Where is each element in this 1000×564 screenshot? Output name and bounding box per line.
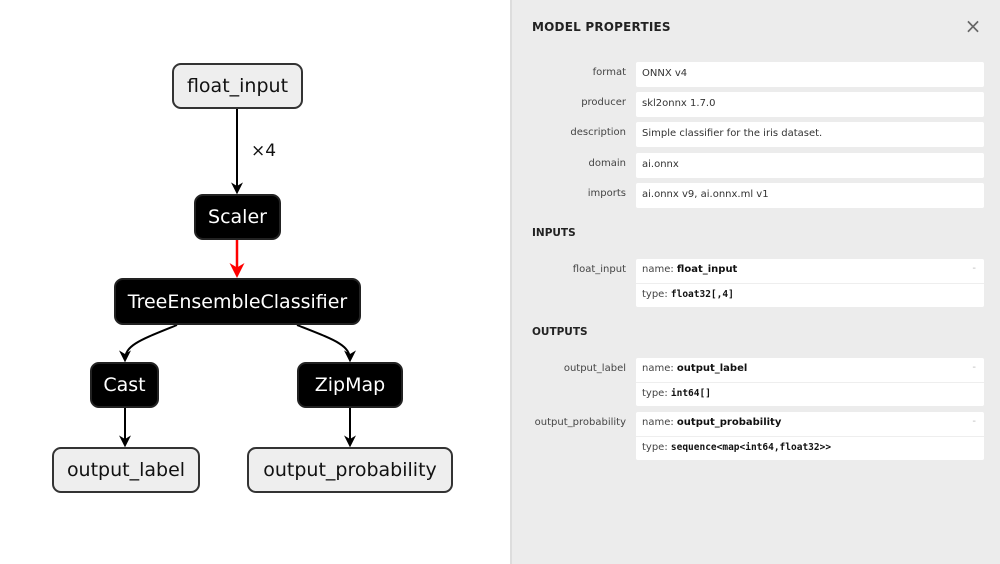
name-prefix: name:: [642, 264, 677, 275]
close-icon[interactable]: ×: [964, 14, 982, 38]
node-output-label[interactable]: output_label: [52, 447, 200, 493]
collapse-toggle[interactable]: -: [972, 416, 976, 427]
inputs-section-title: INPUTS: [532, 227, 576, 239]
type-prefix: type:: [642, 289, 671, 300]
property-name: description: [570, 127, 626, 138]
argument-type-line: type: float32[,4]: [636, 283, 984, 307]
property-value[interactable]: ai.onnx: [636, 153, 984, 178]
argument-box[interactable]: name: float_input - type: float32[,4]: [636, 259, 984, 307]
node-output-probability[interactable]: output_probability: [247, 447, 453, 493]
argument-label: float_input: [572, 264, 626, 275]
property-imports: imports ai.onnx v9, ai.onnx.ml v1: [512, 183, 1000, 208]
argument-label: output_label: [563, 363, 626, 374]
argument-type: int64[]: [670, 388, 711, 399]
property-value[interactable]: Simple classifier for the iris dataset.: [636, 122, 984, 147]
name-prefix: name:: [642, 363, 677, 374]
property-format: format ONNX v4: [512, 62, 1000, 87]
argument-box[interactable]: name: output_label - type: int64[]: [636, 358, 984, 406]
edge-label-tensor-dim: ×4: [251, 141, 277, 161]
panel-title: MODEL PROPERTIES: [532, 20, 671, 34]
argument-name: output_label: [676, 363, 748, 374]
property-name: domain: [588, 158, 626, 169]
argument-name: output_probability: [676, 417, 782, 428]
name-prefix: name:: [642, 417, 677, 428]
property-value[interactable]: skl2onnx 1.7.0: [636, 92, 984, 117]
argument-type-line: type: int64[]: [636, 382, 984, 406]
property-value[interactable]: ai.onnx v9, ai.onnx.ml v1: [636, 183, 984, 208]
edge-tree-to-zipmap: [296, 324, 356, 363]
argument-name: float_input: [676, 264, 738, 275]
property-value[interactable]: ONNX v4: [636, 62, 984, 87]
property-producer: producer skl2onnx 1.7.0: [512, 92, 1000, 117]
argument-label: output_probability: [534, 417, 626, 428]
property-name: imports: [587, 188, 626, 199]
property-name: format: [592, 67, 626, 78]
graph-edges: [119, 109, 356, 448]
outputs-section-title: OUTPUTS: [532, 326, 588, 338]
type-prefix: type:: [642, 442, 671, 453]
argument-name-line: name: float_input -: [636, 259, 984, 283]
node-zipmap[interactable]: ZipMap: [297, 362, 403, 408]
node-cast[interactable]: Cast: [90, 362, 159, 408]
property-domain: domain ai.onnx: [512, 153, 1000, 178]
collapse-toggle[interactable]: -: [972, 362, 976, 373]
argument-type-line: type: sequence<map<int64,float32>>: [636, 436, 984, 460]
argument-type: sequence<map<int64,float32>>: [670, 442, 832, 453]
property-description: description Simple classifier for the ir…: [512, 122, 1000, 147]
argument-name-line: name: output_probability -: [636, 412, 984, 436]
node-tree-ensemble-classifier[interactable]: TreeEnsembleClassifier: [114, 278, 361, 325]
graph-canvas[interactable]: float_input ×4 Scaler TreeEnsembleClassi…: [0, 0, 510, 564]
collapse-toggle[interactable]: -: [972, 263, 976, 274]
type-prefix: type:: [642, 388, 671, 399]
edge-tree-to-cast: [119, 324, 178, 363]
model-properties-panel: MODEL PROPERTIES × format ONNX v4 produc…: [510, 0, 1000, 564]
argument-name-line: name: output_label -: [636, 358, 984, 382]
property-name: producer: [581, 97, 626, 108]
argument-box[interactable]: name: output_probability - type: sequenc…: [636, 412, 984, 460]
argument-type: float32[,4]: [670, 289, 734, 300]
node-scaler[interactable]: Scaler: [194, 194, 281, 240]
node-float-input[interactable]: float_input: [172, 63, 303, 109]
